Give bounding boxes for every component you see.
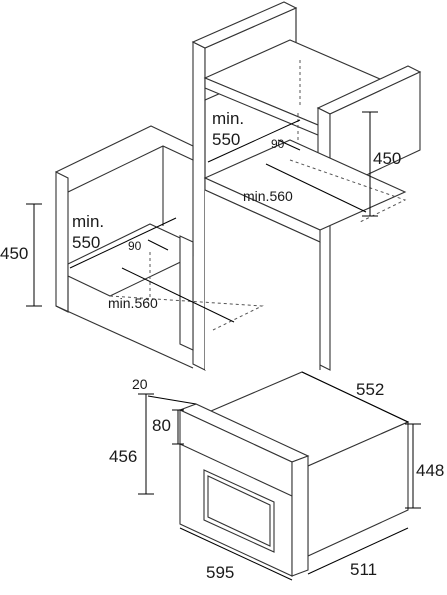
appliance-front-height: 456 — [109, 447, 137, 466]
tall-cabinet-lower-edge — [204, 189, 321, 243]
low-niche-depth-line — [121, 267, 235, 323]
low-niche-min-label: min. — [72, 212, 104, 231]
appliance-depth-line — [301, 371, 409, 423]
tall-niche-inner-depth: 90 — [271, 137, 285, 151]
tall-cabinet — [191, 1, 422, 371]
tall-niche-height: 450 — [373, 149, 401, 168]
appliance-body-width: 511 — [350, 560, 377, 579]
tall-niche-depth-line — [265, 163, 367, 213]
appliance-panel-depth: 20 — [132, 376, 148, 392]
appliance — [178, 371, 410, 577]
tall-niche-90-line — [277, 139, 301, 151]
appliance-front-width: 595 — [206, 563, 234, 582]
low-cabinet-hidden-line-1 — [109, 295, 264, 331]
low-niche-height: 450 — [0, 244, 28, 263]
appliance-dimensions: 552 448 511 595 456 80 20 — [109, 371, 444, 582]
low-cabinet-right-panel — [179, 235, 194, 351]
low-niche-inner-depth: 90 — [128, 239, 142, 253]
low-cabinet — [55, 125, 264, 369]
appliance-body-depth: 552 — [356, 380, 384, 399]
low-cabinet-base-line — [55, 305, 194, 369]
low-niche-90-line — [147, 239, 169, 251]
appliance-body-width-line — [307, 527, 409, 575]
appliance-panel-height: 80 — [152, 416, 171, 435]
tall-niche-width-line — [207, 119, 301, 163]
tall-cabinet-hidden-line-3 — [289, 159, 407, 223]
low-cabinet-left-panel — [55, 171, 69, 313]
low-niche-width-line — [69, 217, 177, 269]
appliance-door-window-inner — [207, 475, 271, 547]
low-niche-dimensions: 450 min. 550 90 min.560 — [0, 203, 235, 323]
appliance-front-side-edge — [291, 455, 309, 577]
low-niche-min-value: 550 — [72, 233, 100, 252]
tall-niche-min-label: min. — [212, 109, 244, 128]
tall-cabinet-lower-body — [205, 190, 320, 370]
appliance-control-strip — [179, 443, 293, 497]
appliance-front-width-line — [179, 527, 293, 581]
low-niche-depth: min.560 — [108, 295, 158, 311]
appliance-body-height: 448 — [416, 461, 444, 480]
tall-cabinet-left-panel-edge — [192, 41, 206, 371]
appliance-panel-depth-line — [147, 395, 197, 405]
tall-niche-min-value: 550 — [212, 130, 240, 149]
tall-niche-dimensions: min. 550 90 450 min.560 — [207, 109, 401, 217]
low-cabinet-top-rim — [55, 125, 194, 193]
tall-niche-depth: min.560 — [243, 188, 293, 204]
